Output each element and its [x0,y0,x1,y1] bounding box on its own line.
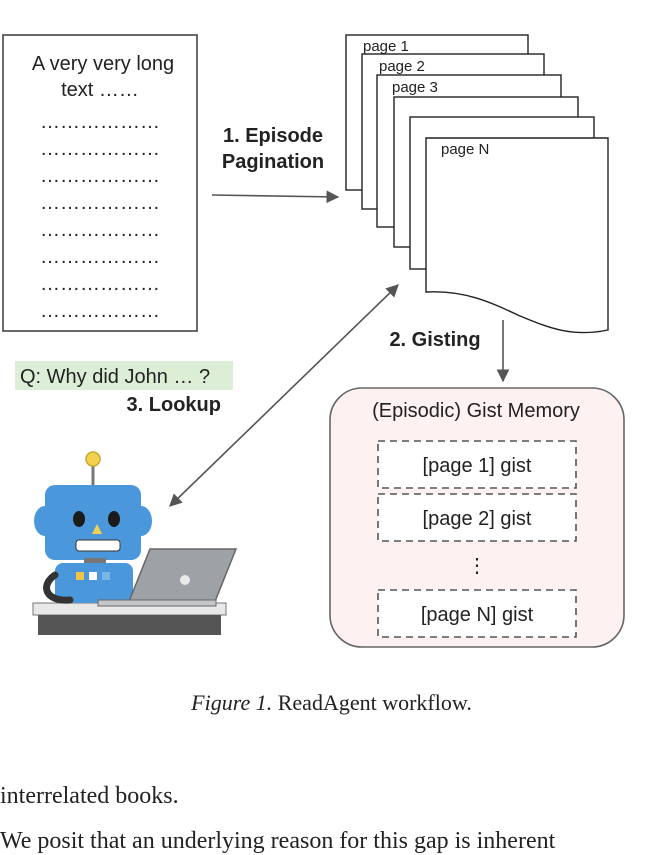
caption-text: ReadAgent workflow. [277,690,472,715]
body-text-line-2: We posit that an underlying reason for t… [0,828,556,854]
readagent-workflow-figure: A very very long text …… ………………………………………… [2,34,625,648]
gist-ellipsis: ⋮ [467,555,487,577]
gist-item-n: [page N] gist [421,604,534,626]
page-n-label: page N [441,141,489,158]
step-3-label: 3. Lookup [127,394,221,416]
body-text-line-1: interrelated books. [0,783,179,809]
long-text-dot-row: ……………… [40,111,160,133]
page-stack: page 1 page 2 page 3 page N [345,34,609,334]
gist-item-2: [page 2] gist [423,508,532,530]
step-1-label-line2: Pagination [222,151,324,173]
long-text-dot-row: ……………… [40,219,160,241]
gist-memory-panel: (Episodic) Gist Memory [page 1] gist [pa… [329,387,625,648]
question-text: Q: Why did John … ? [20,366,210,388]
long-text-title-2: text …… [61,79,139,101]
long-text-dot-row: ……………… [40,192,160,214]
long-text-dot-row: ……………… [40,165,160,187]
pagination-arrow [211,190,340,204]
page-1-label: page 1 [363,38,409,55]
page-n-sheet [425,137,609,334]
caption-label: Figure 1. [191,690,273,715]
robot-with-laptop-icon [32,451,238,635]
gist-memory-title: (Episodic) Gist Memory [372,400,580,422]
long-text-title-1: A very very long [32,53,174,75]
gist-item-1: [page 1] gist [423,455,532,477]
long-text-dot-row: ……………… [40,138,160,160]
step-2-label: 2. Gisting [389,329,480,351]
long-text-document: A very very long text …… ………………………………………… [2,34,198,332]
figure-caption: Figure 1. ReadAgent workflow. [0,690,663,716]
step-1-label-line1: 1. Episode [223,125,323,147]
page-3-label: page 3 [392,79,438,96]
lookup-arrow [169,284,399,507]
page-2-label: page 2 [379,58,425,75]
long-text-dot-rows: ……………… ……………… ……………… ……………… ……………… ……………… …………… [40,111,160,322]
long-text-dot-row: ……………… [40,273,160,295]
long-text-dot-row: ……………… [40,246,160,268]
long-text-dot-row: ……………… [40,300,160,322]
